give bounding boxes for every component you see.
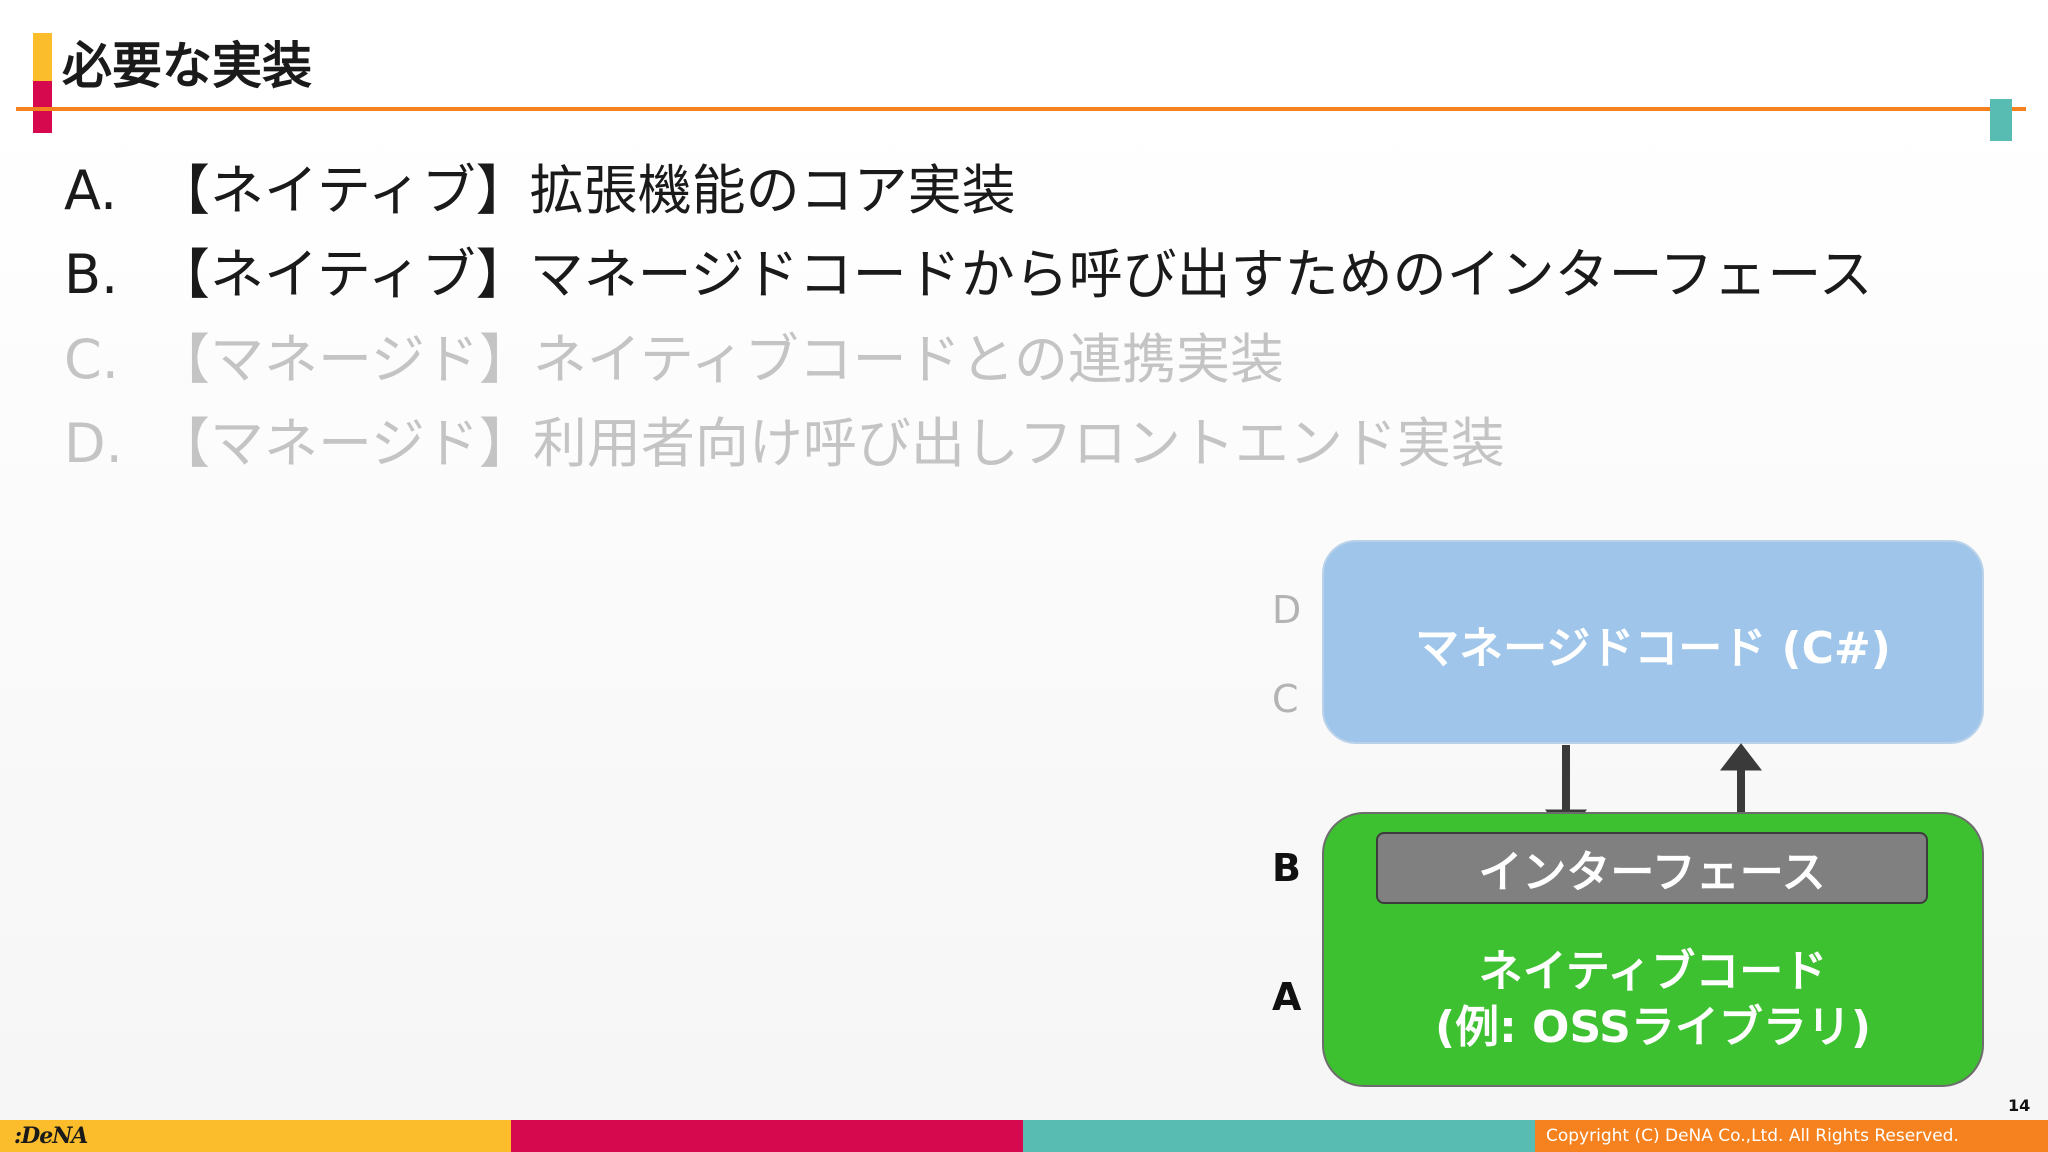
item-letter: D. xyxy=(64,412,123,475)
item-letter: C. xyxy=(64,328,119,391)
native-code-label: ネイティブコード (例: OSSライブラリ) xyxy=(1324,944,1982,1056)
title-accent-teal xyxy=(1990,99,2012,141)
item-text: 【ネイティブ】拡張機能のコア実装 xyxy=(156,159,1016,222)
footer-segment-red xyxy=(511,1120,1023,1152)
footer-segment-orange xyxy=(1535,1120,2048,1152)
item-text: 【ネイティブ】マネージドコードから呼び出すためのインターフェース xyxy=(156,243,1873,306)
item-letter: B. xyxy=(64,243,119,306)
slide-title: 必要な実装 xyxy=(62,37,312,95)
side-label-c: C xyxy=(1272,677,1299,721)
list-item-b: B. 【ネイティブ】マネージドコードから呼び出すためのインターフェース xyxy=(64,240,1873,310)
native-code-line1: ネイティブコード xyxy=(1478,946,1828,997)
footer-bar: :DeNA Copyright (C) DeNA Co.,Ltd. All Ri… xyxy=(0,1120,2048,1152)
dena-logo: :DeNA xyxy=(14,1123,88,1149)
item-text: 【マネージド】利用者向け呼び出しフロントエンド実装 xyxy=(156,412,1505,475)
managed-code-box: マネージドコード (C#) xyxy=(1322,540,1984,744)
side-label-b: B xyxy=(1272,846,1301,890)
side-label-d: D xyxy=(1272,588,1302,632)
managed-code-label: マネージドコード (C#) xyxy=(1415,623,1891,674)
list-item-a: A. 【ネイティブ】拡張機能のコア実装 xyxy=(64,156,1016,226)
list-item-d: D. 【マネージド】利用者向け呼び出しフロントエンド実装 xyxy=(64,409,1505,479)
list-item-c: C. 【マネージド】ネイティブコードとの連携実装 xyxy=(64,325,1284,395)
interface-label: インターフェース xyxy=(1478,847,1826,898)
title-underline xyxy=(16,107,2026,111)
footer-segment-yellow xyxy=(0,1120,511,1152)
page-number: 14 xyxy=(2008,1096,2031,1115)
item-text: 【マネージド】ネイティブコードとの連携実装 xyxy=(156,328,1285,391)
item-letter: A. xyxy=(64,159,118,222)
native-code-line2: (例: OSSライブラリ) xyxy=(1435,1002,1871,1053)
title-accent-yellow xyxy=(33,33,52,81)
side-label-a: A xyxy=(1272,975,1302,1019)
up-arrow-head xyxy=(1719,743,1763,771)
footer-segment-teal xyxy=(1023,1120,1535,1152)
copyright-text: Copyright (C) DeNA Co.,Ltd. All Rights R… xyxy=(1546,1126,1959,1146)
interface-box: インターフェース xyxy=(1376,832,1928,904)
